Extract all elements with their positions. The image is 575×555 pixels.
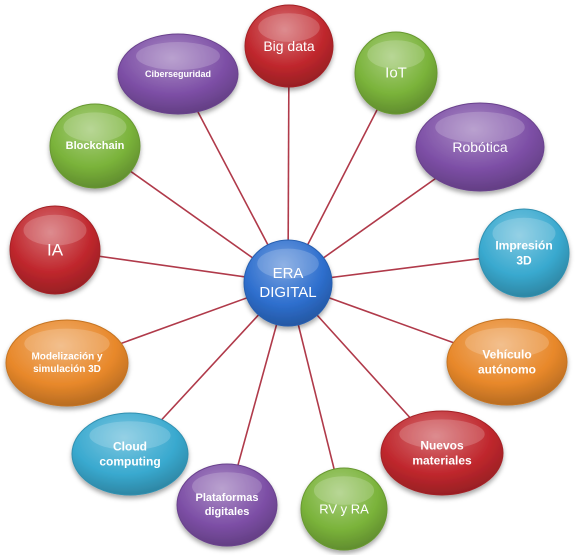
node-cloud-computing-gloss — [89, 421, 171, 450]
node-blockchain-gloss — [63, 112, 127, 142]
node-blockchain-shape — [49, 103, 141, 189]
node-big-data-shape — [244, 4, 334, 88]
node-nuevos-materiales-label-line: Nuevos — [420, 439, 464, 453]
node-vehiculo-autonomo-gloss — [465, 327, 549, 358]
node-cloud-computing-shape — [71, 412, 189, 496]
node-blockchain-label-line: Blockchain — [66, 140, 125, 152]
node-ia-label-line: IA — [47, 241, 64, 260]
node-nuevos-materiales-label-line: materiales — [412, 454, 472, 468]
node-iot: IoT — [354, 31, 438, 115]
node-plataformas-digitales-label-line: Plataformas — [196, 492, 259, 504]
node-robotica-label-line: Robótica — [452, 139, 507, 155]
node-cloud-computing-label-line: computing — [99, 455, 160, 469]
node-rv-y-ra-shape — [300, 467, 388, 551]
node-big-data-gloss — [258, 13, 320, 42]
node-impresion-3d-shape — [478, 208, 570, 298]
node-impresion-3d-label-line: Impresión — [495, 239, 552, 253]
node-blockchain: Blockchain — [49, 103, 141, 189]
node-vehiculo-autonomo-label-line: autónomo — [478, 363, 536, 377]
node-iot-label-line: IoT — [385, 65, 407, 82]
node-modelizacion-3d-shape — [5, 319, 129, 407]
center-era-digital-shape — [243, 239, 333, 327]
node-ciberseguridad-gloss — [136, 42, 220, 70]
center-era-digital-label-line: DIGITAL — [259, 284, 316, 301]
node-ciberseguridad: Ciberseguridad — [117, 33, 239, 115]
node-ciberseguridad-shape — [117, 33, 239, 115]
node-nuevos-materiales-gloss — [399, 419, 485, 449]
node-nuevos-materiales-shape — [380, 410, 504, 496]
node-impresion-3d-label-line: 3D — [516, 254, 532, 268]
node-robotica-shape — [415, 102, 545, 192]
node-plataformas-digitales-shape — [176, 463, 278, 547]
node-iot-gloss — [367, 40, 425, 69]
node-robotica: Robótica — [415, 102, 545, 192]
node-plataformas-digitales: Plataformas digitales — [176, 463, 278, 547]
node-rv-y-ra: RV y RA — [300, 467, 388, 551]
node-rv-y-ra-label-line: RV y RA — [319, 502, 369, 517]
node-plataformas-digitales-label-line: digitales — [205, 506, 250, 518]
node-rv-y-ra-gloss — [313, 476, 375, 505]
node-impresion-3d-gloss — [492, 217, 556, 249]
node-ia-shape — [9, 205, 101, 295]
node-modelizacion-3d-label-line: Modelización y — [31, 351, 103, 362]
center-era-digital-gloss — [257, 248, 319, 279]
node-modelizacion-3d-label-line: simulación 3D — [33, 364, 101, 375]
node-big-data: Big data — [244, 4, 334, 88]
center-era-digital: ERA DIGITAL — [243, 239, 333, 327]
node-cloud-computing-label-line: Cloud — [113, 440, 147, 454]
node-vehiculo-autonomo-shape — [446, 318, 568, 406]
node-vehiculo-autonomo-label-line: Vehículo — [482, 348, 531, 362]
node-ciberseguridad-label-line: Ciberseguridad — [145, 69, 211, 79]
node-big-data-label-line: Big data — [263, 38, 315, 54]
node-robotica-gloss — [435, 111, 525, 143]
node-modelizacion-3d-gloss — [24, 328, 110, 359]
center-era-digital-label-line: ERA — [273, 265, 304, 282]
node-plataformas-digitales-gloss — [192, 472, 262, 501]
node-ia-gloss — [23, 214, 87, 246]
node-modelizacion-3d: Modelización y simulación 3D — [5, 319, 129, 407]
node-ia: IA — [9, 205, 101, 295]
node-iot-shape — [354, 31, 438, 115]
center-node: ERA DIGITAL — [243, 239, 333, 327]
